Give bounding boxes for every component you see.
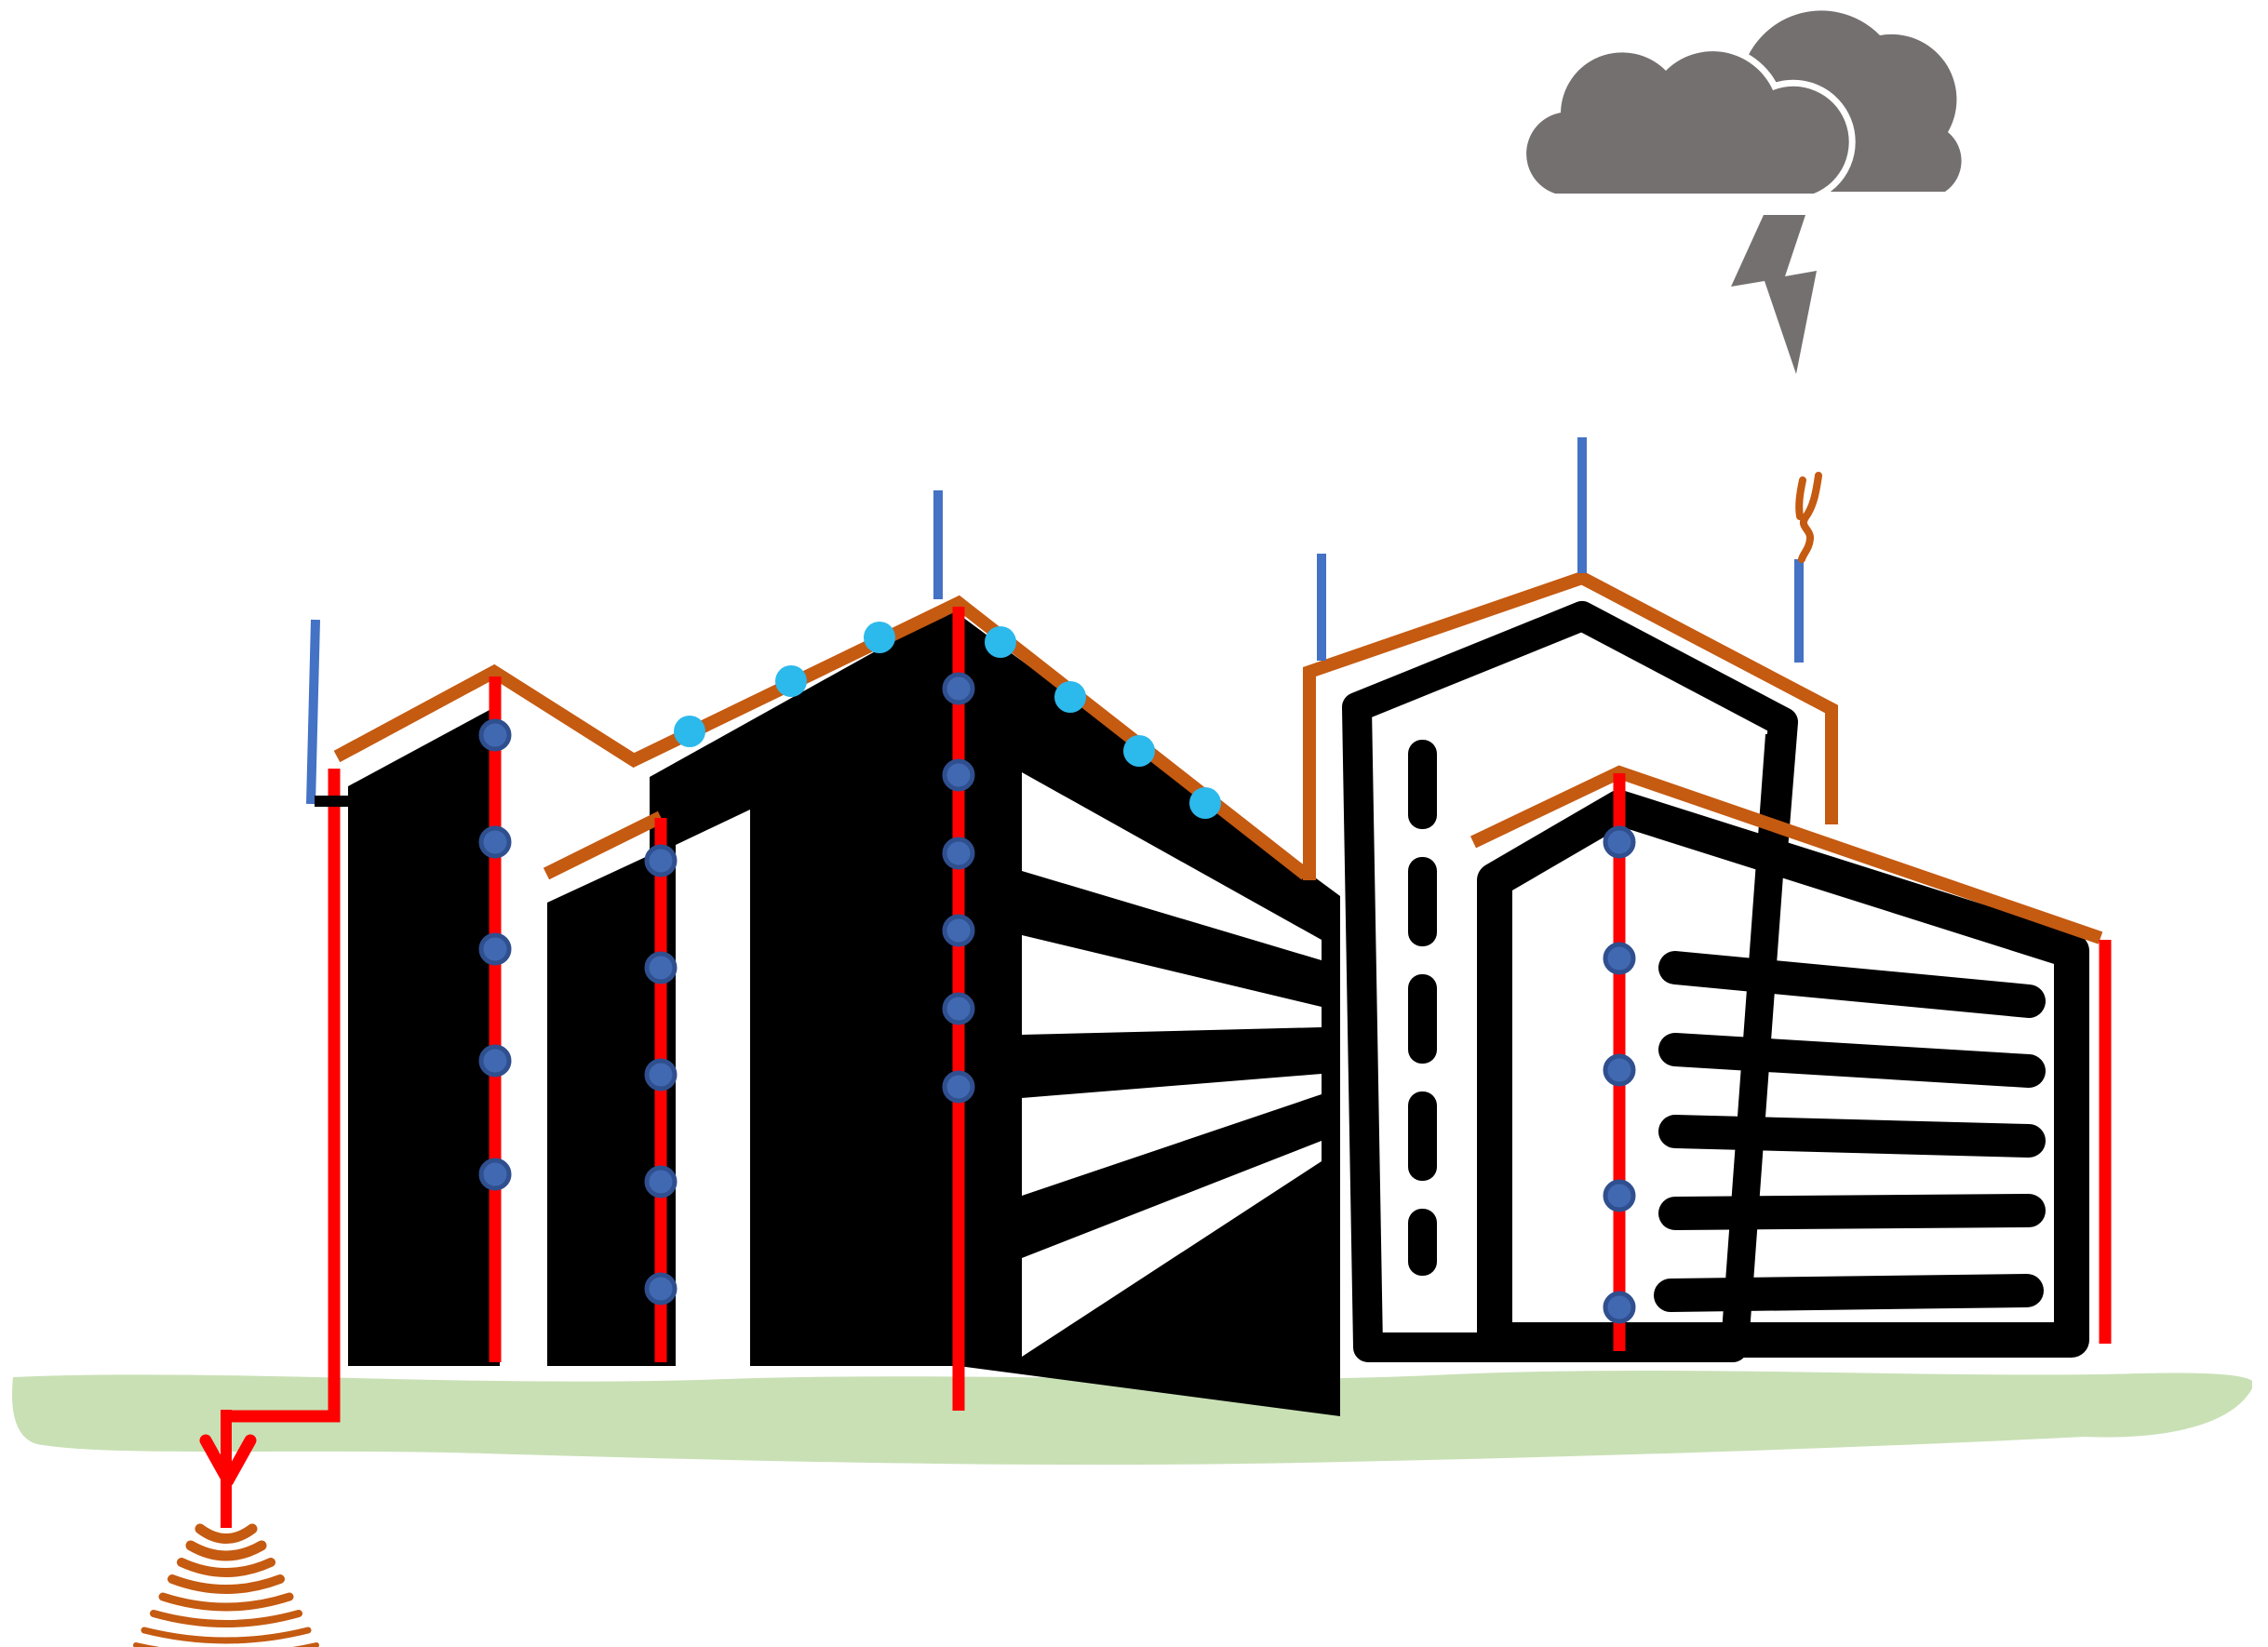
window-dash	[1408, 1209, 1437, 1276]
cloud-front-icon	[1520, 45, 1856, 200]
roof-clip-dot	[985, 626, 1016, 658]
building-center-door-gap	[676, 810, 750, 1366]
flash-doodle-stroke	[1795, 476, 1806, 520]
conductor-fasteners	[478, 672, 1636, 1324]
flash-doodle-stroke	[1798, 472, 1822, 563]
window-dash	[1408, 740, 1437, 829]
fastener-dot	[644, 844, 678, 877]
fastener-dot	[1603, 1053, 1636, 1087]
fastener-dot	[644, 1272, 678, 1306]
window-bar	[1654, 1274, 2044, 1312]
fastener-dot	[478, 718, 512, 752]
louver-gap	[1022, 935, 1322, 1035]
window-dash	[1408, 1091, 1437, 1181]
fastener-dot	[478, 932, 512, 966]
louver-gap	[1022, 1074, 1322, 1196]
roof-clip-dot	[1189, 787, 1221, 819]
roof-ring-conductor	[543, 810, 664, 880]
coil-turn	[168, 1574, 285, 1594]
fastener-dot	[1603, 1179, 1636, 1212]
fastener-dot	[478, 825, 512, 859]
fastener-dot	[942, 672, 975, 705]
roof-ring-conductor	[1470, 765, 2103, 944]
coil-turn	[185, 1540, 267, 1561]
fastener-dot	[644, 951, 678, 984]
window-bar	[1658, 1033, 2046, 1088]
ground-strip	[12, 1371, 2253, 1466]
window-dash-column	[1408, 740, 1437, 1276]
fastener-dot	[942, 837, 975, 870]
fastener-dot	[478, 1158, 512, 1191]
fastener-dot	[644, 1058, 678, 1091]
air-terminal-rod	[306, 619, 320, 805]
window-bar	[1658, 1194, 2046, 1230]
coil-turn	[177, 1558, 275, 1577]
flash-doodle-icon	[1795, 472, 1822, 563]
coil-turn	[158, 1592, 294, 1612]
roof-clip-dot	[1123, 735, 1155, 767]
coil-turn	[150, 1610, 302, 1627]
fastener-dot	[1603, 942, 1636, 975]
lightning-bolt-icon	[1731, 215, 1817, 374]
roof-clips	[674, 622, 1221, 819]
building-left-silhouette	[348, 704, 500, 1366]
fastener-dot	[942, 1070, 975, 1104]
air-terminals	[306, 437, 1804, 805]
fastener-dot	[942, 992, 975, 1025]
window-bar-group	[1654, 951, 2046, 1312]
earth-link-segment	[199, 1434, 235, 1487]
earth-link-conductor	[199, 769, 341, 1528]
window-bar	[1658, 951, 2046, 1018]
roof-clip-dot	[674, 716, 705, 747]
roof-clip-dot	[1054, 681, 1086, 713]
coil-turn	[195, 1523, 258, 1544]
fastener-dot	[1603, 1291, 1636, 1324]
louver-gap	[1022, 1141, 1322, 1357]
window-bar	[1658, 1115, 2046, 1158]
building-small-silhouette	[547, 843, 676, 1366]
earth-electrode-coil	[133, 1523, 319, 1647]
fastener-dot	[942, 758, 975, 792]
window-dash	[1408, 974, 1437, 1064]
window-dash	[1408, 857, 1437, 946]
earth-link-segment	[230, 769, 341, 1423]
louver-gap	[1022, 772, 1322, 960]
fastener-dot	[644, 1165, 678, 1198]
roof-clip-dot	[775, 665, 807, 697]
coil-turn	[141, 1627, 312, 1644]
storm-cloud	[1520, 10, 1962, 374]
fastener-dot	[1603, 825, 1636, 859]
fastener-dot	[942, 914, 975, 947]
fastener-dot	[478, 1044, 512, 1078]
roof-ring-conductor	[1303, 570, 1838, 880]
earth-link-segment	[221, 1434, 257, 1487]
down-conductors	[489, 607, 2112, 1411]
roof-clip-dot	[864, 622, 895, 653]
